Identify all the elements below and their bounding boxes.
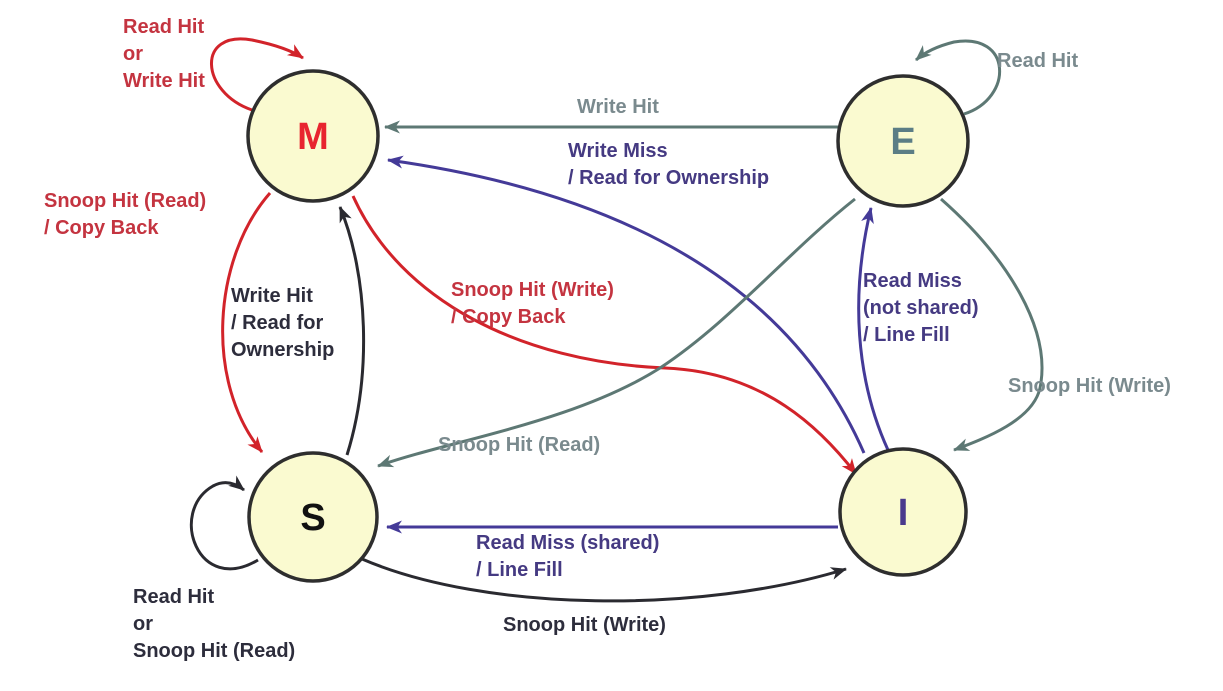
state-node-e-circle [836,74,970,208]
state-node-m-circle [246,69,380,203]
label-line: Snoop Hit (Write) [503,614,666,636]
edge-e-to-i-arrow [940,197,1044,452]
state-node-modified: M [246,69,380,203]
label-i-to-s: Read Miss (shared) / Line Fill [476,530,659,584]
label-i-to-e: Read Miss (not shared) / Line Fill [863,268,979,349]
edge-e-to-s-arrow [377,197,856,468]
edge-i-to-e-arrow [857,207,890,451]
label-s-self-loop: Read Hit or Snoop Hit (Read) [133,584,295,665]
label-m-self-loop: Read Hit or Write Hit [123,14,205,95]
edge-s-to-m-arrow [338,206,366,456]
label-line: / Copy Back [451,306,566,328]
label-line: Ownership [231,339,335,361]
edge-s-self-loop-arrow [189,475,259,571]
label-line: / Line Fill [476,559,563,581]
label-e-to-m: Write Hit [577,94,659,121]
label-line: (not shared) [863,297,979,319]
state-node-e-label: E [890,121,915,163]
label-m-to-i: Snoop Hit (Write) / Copy Back [451,277,614,331]
label-line: or [123,43,143,65]
label-s-to-m: Write Hit / Read for Ownership [231,283,334,364]
edge-s-to-i-arrow [361,557,847,603]
label-line: Write Miss [568,140,668,162]
edge-i-to-m-arrow [387,155,866,454]
state-node-i-label: I [898,492,909,534]
label-line: Read Miss (shared) [476,532,660,554]
label-line: Snoop Hit (Read) [44,190,207,212]
label-e-to-i: Snoop Hit (Write) [1008,373,1171,400]
edge-m-to-i-arrow [351,195,858,475]
label-line: Write Hit [231,285,313,307]
label-line: or [133,613,153,635]
state-node-shared: S [247,451,379,583]
label-line: / Read for Ownership [568,167,770,189]
label-line: / Read for [231,312,324,334]
label-line: Write Hit [123,70,205,92]
label-line: Snoop Hit (Read) [438,434,601,456]
label-line: / Line Fill [863,324,950,346]
state-node-s-label: S [300,497,325,539]
label-line: Read Hit [133,586,215,608]
label-s-to-i: Snoop Hit (Write) [503,612,666,639]
edge-m-self-loop-arrow [210,37,304,112]
label-i-to-m: Write Miss / Read for Ownership [568,138,769,192]
state-node-s-circle [247,451,379,583]
state-node-invalid: I [838,447,968,577]
label-line: Snoop Hit (Write) [1008,375,1171,397]
state-node-exclusive: E [836,74,970,208]
label-line: Read Hit [123,16,205,38]
label-m-to-s: Snoop Hit (Read) / Copy Back [44,188,206,242]
label-line: / Copy Back [44,217,159,239]
state-node-i-circle [838,447,968,577]
label-line: Snoop Hit (Read) [133,640,296,662]
label-line: Write Hit [577,96,659,118]
label-line: Snoop Hit (Write) [451,279,614,301]
edge-m-to-s-arrow [221,192,272,453]
state-node-m-label: M [297,116,329,158]
label-line: Read Hit [997,50,1079,72]
label-e-to-s: Snoop Hit (Read) [438,432,600,459]
label-e-self-loop: Read Hit [997,48,1078,75]
edge-e-self-loop-arrow [915,39,1001,116]
label-line: Read Miss [863,270,962,292]
